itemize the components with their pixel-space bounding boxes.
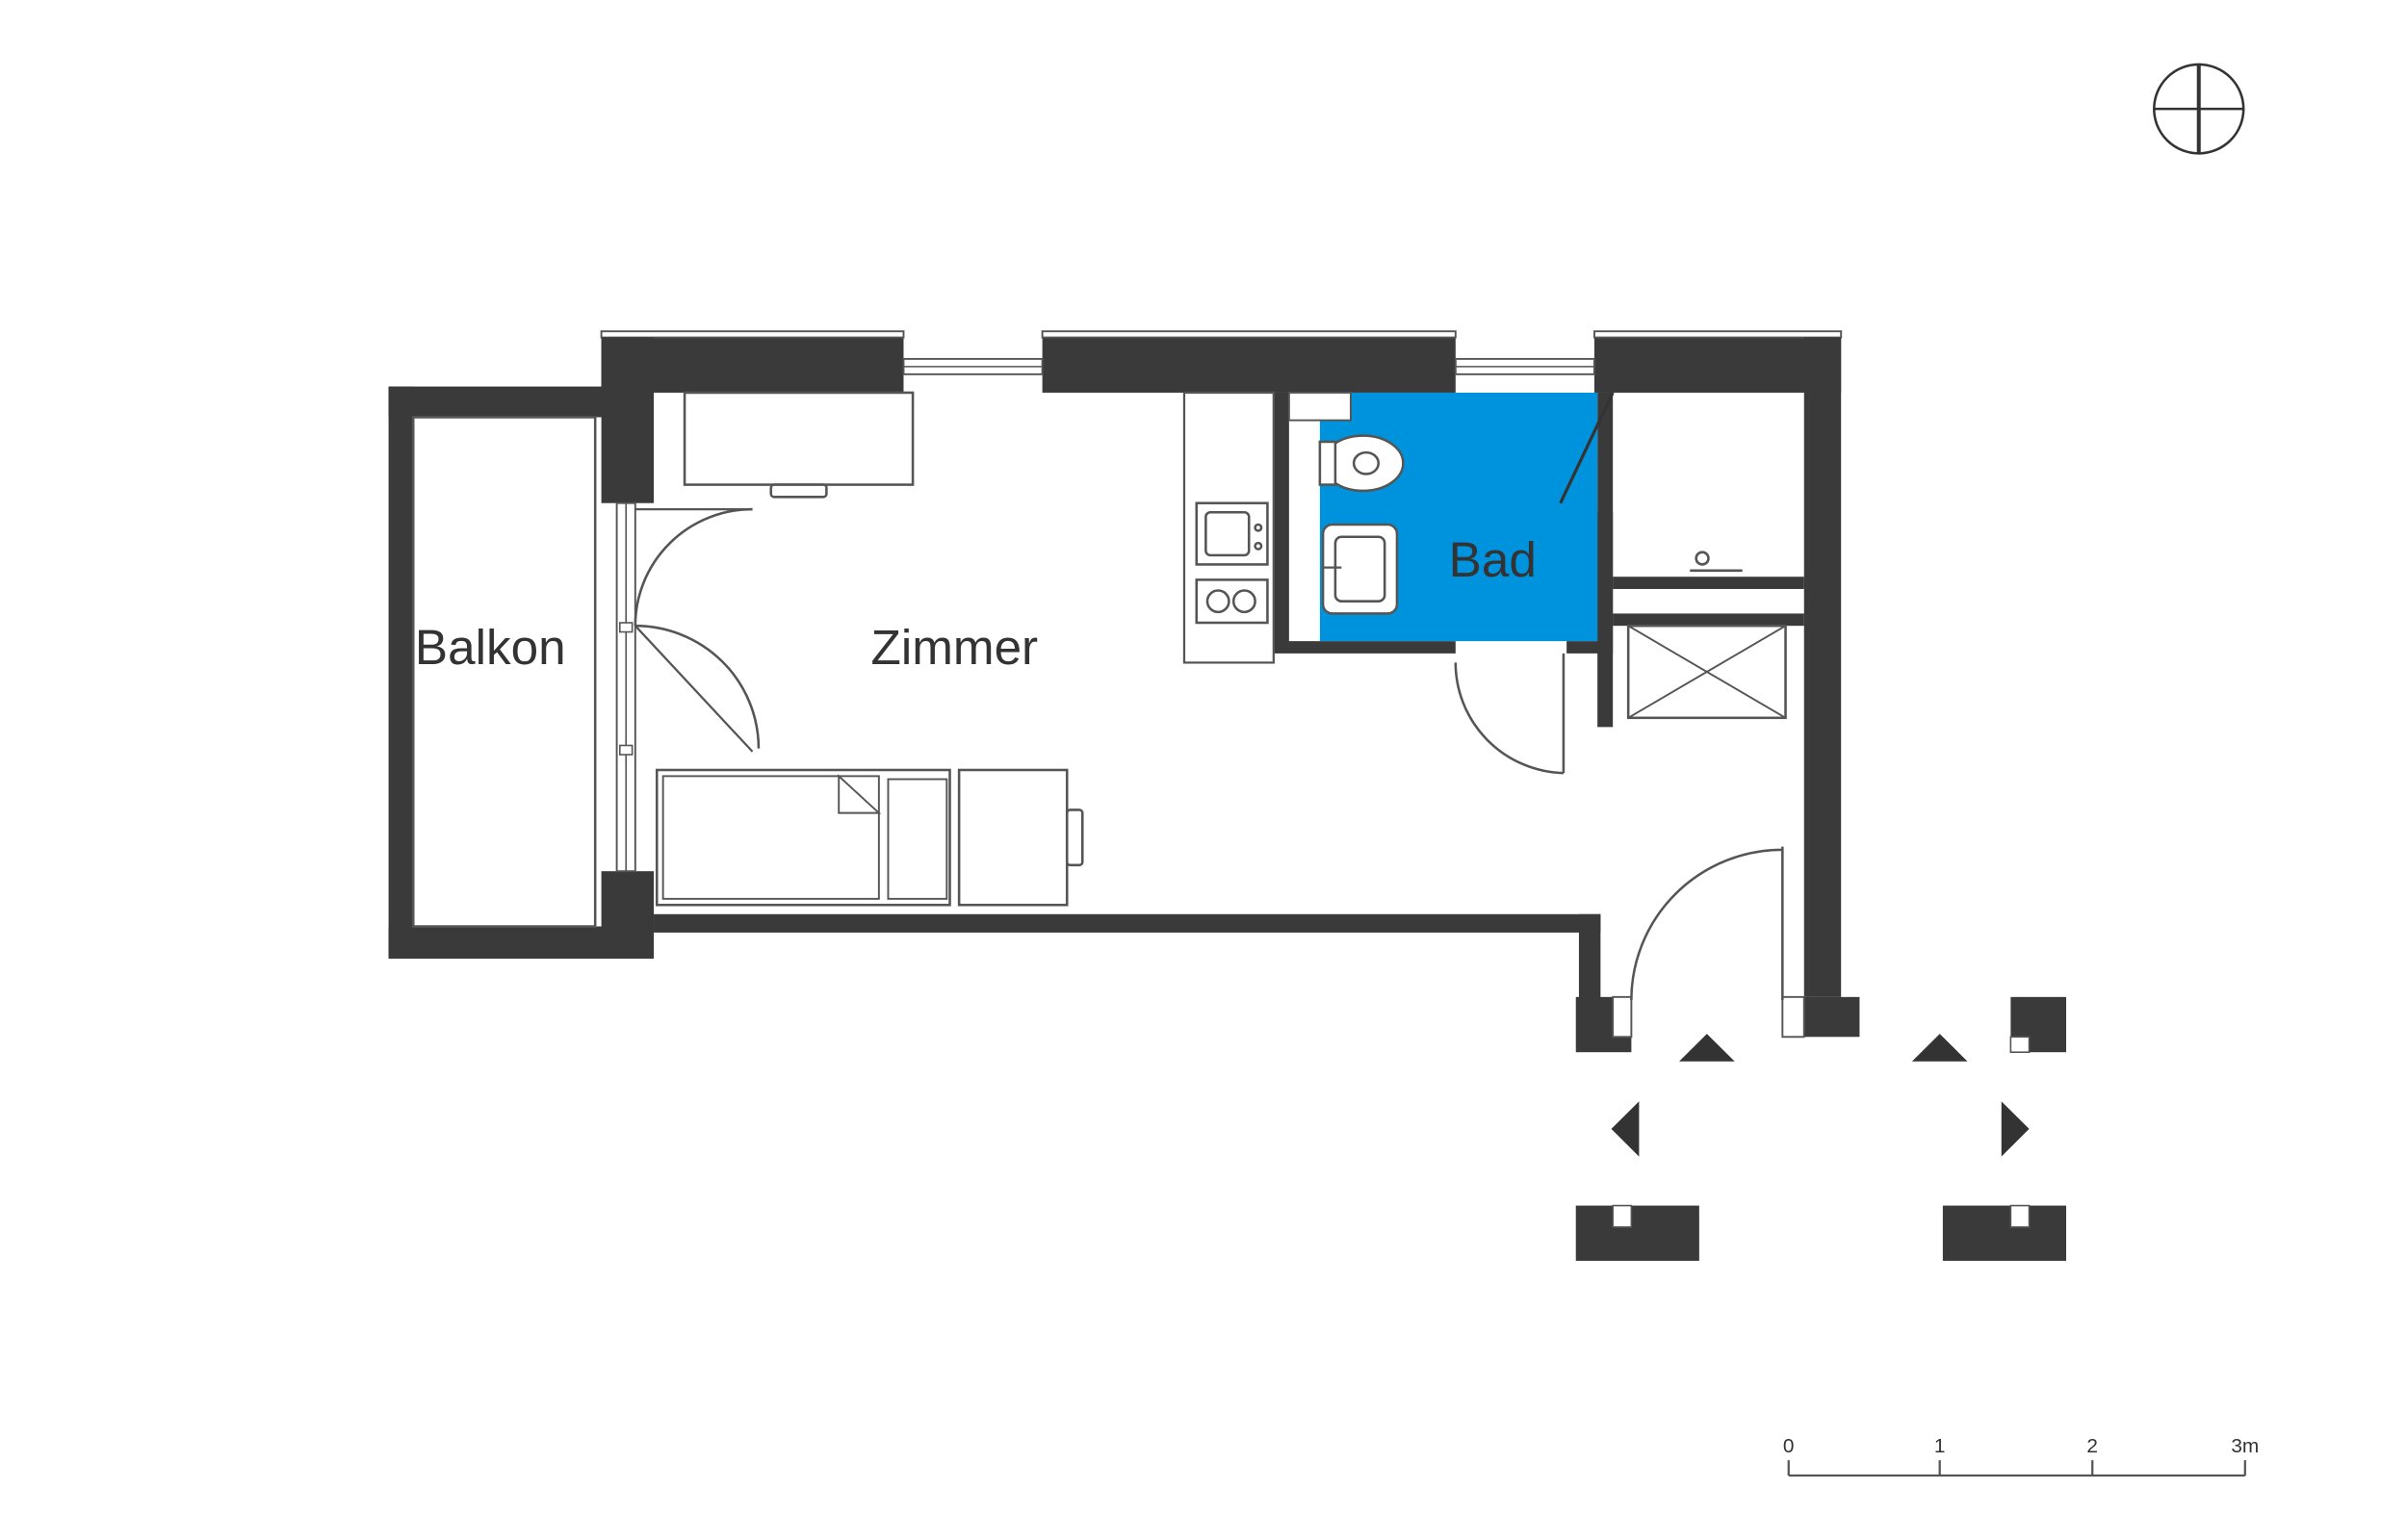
arrow-icon <box>1679 1034 1735 1062</box>
scale-tick-label: 2 <box>2086 1435 2098 1457</box>
window-icon <box>902 357 1044 375</box>
sink-icon <box>1321 523 1399 615</box>
stove-icon <box>1195 578 1269 625</box>
door-icon <box>1454 653 1566 775</box>
window-icon <box>615 501 636 873</box>
scale-tick-label: 1 <box>1934 1435 1946 1457</box>
chair-icon <box>1065 808 1084 867</box>
toilet-icon <box>1318 434 1405 493</box>
shower-icon <box>1626 624 1787 720</box>
scale-tick-label: 3m <box>2231 1435 2259 1457</box>
room-label-balkon: Balkon <box>415 620 566 675</box>
arrow-icon <box>2001 1101 2030 1157</box>
arrow-icon <box>1611 1101 1640 1157</box>
room-label-bad: Bad <box>1449 532 1537 587</box>
scale-bar: 0 1 2 3m <box>1783 1435 2259 1477</box>
chair-icon <box>769 483 828 499</box>
north-arrow-icon <box>2153 63 2245 155</box>
room-label-zimmer: Zimmer <box>871 620 1039 675</box>
balcony <box>388 386 655 959</box>
desk-icon <box>683 391 915 486</box>
nightstand <box>957 768 1069 907</box>
walls <box>600 330 2067 1261</box>
scale-tick-label: 0 <box>1783 1435 1795 1457</box>
sink-icon <box>1195 501 1269 566</box>
arrow-icon <box>1911 1034 1968 1062</box>
window-icon <box>1454 357 1595 375</box>
door-icon <box>1630 846 1784 1001</box>
bed-icon <box>655 768 951 907</box>
tap-icon <box>1690 551 1743 573</box>
door-icon <box>634 507 761 753</box>
